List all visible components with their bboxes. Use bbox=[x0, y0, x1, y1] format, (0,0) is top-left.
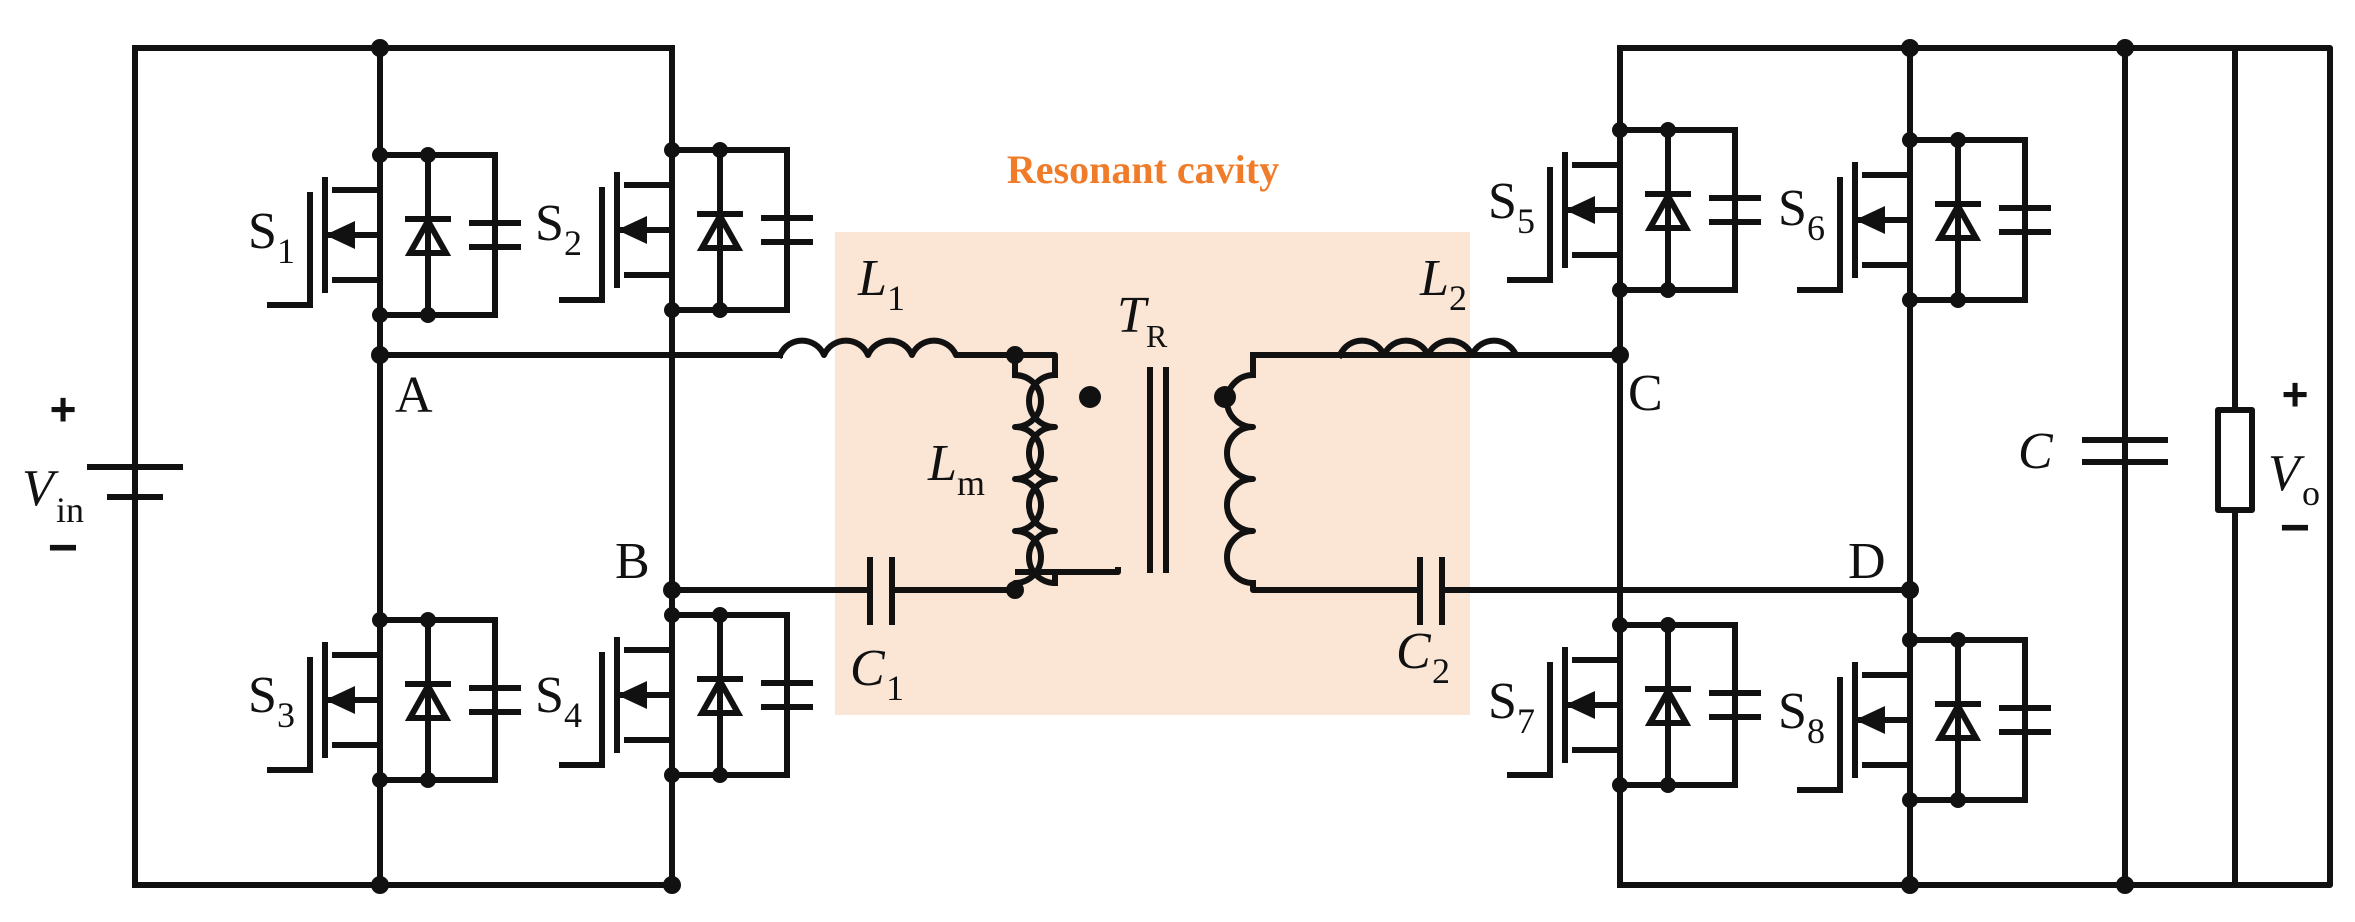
node-D-label: D bbox=[1848, 533, 1886, 590]
C1-subscript: 1 bbox=[886, 668, 904, 708]
switch-subscript-5: 5 bbox=[1517, 201, 1535, 241]
resonant-cavity-label: Resonant cavity bbox=[1007, 147, 1279, 192]
polarity-dot-secondary bbox=[1214, 386, 1236, 408]
polarity-dot-primary bbox=[1079, 386, 1101, 408]
node-A-label: A bbox=[395, 367, 433, 424]
transformer-primary bbox=[1026, 371, 1059, 587]
C1-symbol: C bbox=[850, 640, 886, 697]
switch-subscript-2: 2 bbox=[564, 223, 582, 263]
vo-symbol: V bbox=[2268, 445, 2305, 502]
vin-minus: − bbox=[48, 519, 78, 577]
vin-plus: + bbox=[50, 383, 77, 435]
L2-subscript: 2 bbox=[1449, 278, 1467, 318]
switch-label-5: S bbox=[1488, 173, 1517, 230]
resonant-tank bbox=[776, 337, 1543, 625]
junction-dots bbox=[371, 39, 2134, 894]
node-B-label: B bbox=[615, 533, 650, 590]
switch-label-3: S bbox=[248, 667, 277, 724]
switch-label-2: S bbox=[535, 195, 564, 252]
secondary-bridge bbox=[1442, 45, 2333, 888]
vin-subscript: in bbox=[56, 490, 84, 530]
switch-subscript-8: 8 bbox=[1807, 711, 1825, 751]
switch-label-7: S bbox=[1488, 673, 1517, 730]
switch-label-1: S bbox=[248, 203, 277, 260]
C2-symbol: C bbox=[1396, 623, 1432, 680]
L1-symbol: L bbox=[857, 250, 887, 307]
transformer-secondary bbox=[1224, 371, 1257, 587]
switch-label-8: S bbox=[1778, 683, 1807, 740]
switch-label-4: S bbox=[535, 667, 564, 724]
switch-subscript-1: 1 bbox=[277, 231, 295, 271]
vin-symbol: V bbox=[22, 460, 59, 517]
vo-minus: − bbox=[2280, 499, 2310, 557]
switch-subscript-3: 3 bbox=[277, 695, 295, 735]
Lm-symbol: L bbox=[927, 435, 957, 492]
inductor-L1 bbox=[776, 337, 1018, 359]
TR-subscript: R bbox=[1146, 318, 1168, 354]
C2-subscript: 2 bbox=[1432, 651, 1450, 691]
inductor-L2 bbox=[1336, 337, 1543, 359]
node-C-label: C bbox=[1628, 365, 1663, 422]
L2-symbol: L bbox=[1419, 250, 1449, 307]
Cout-symbol: C bbox=[2018, 423, 2054, 480]
Lm-subscript: m bbox=[957, 463, 985, 503]
switch-subscript-7: 7 bbox=[1517, 701, 1535, 741]
load-resistor bbox=[2215, 407, 2255, 513]
vo-plus: + bbox=[2282, 368, 2309, 420]
vo-subscript: o bbox=[2302, 473, 2320, 513]
labels: + − V in + − V o A B C D L 1 L 2 L m T R… bbox=[22, 250, 2320, 708]
primary-bridge bbox=[87, 45, 873, 888]
TR-symbol: T bbox=[1117, 287, 1149, 344]
switch-subscript-4: 4 bbox=[564, 695, 582, 735]
switch-subscript-6: 6 bbox=[1807, 208, 1825, 248]
switch-label-6: S bbox=[1778, 180, 1807, 237]
L1-subscript: 1 bbox=[887, 278, 905, 318]
